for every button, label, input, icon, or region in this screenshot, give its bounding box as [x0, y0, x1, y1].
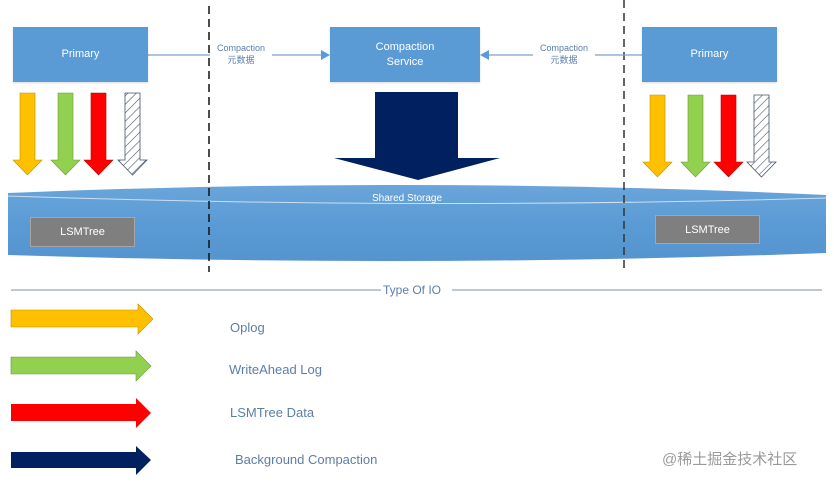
arrow-down-wal [680, 94, 711, 178]
legend-label-wal: WriteAhead Log [229, 362, 322, 377]
edge-right-arrowhead [480, 50, 489, 60]
arrow-down-lsm [83, 92, 114, 176]
edge-right-label: Compaction 元数据 [533, 42, 595, 66]
primary-left-node[interactable]: Primary [13, 27, 148, 82]
shared-storage-rim [7, 195, 827, 205]
arrow-down-lsm [713, 94, 744, 178]
lsmtree-left[interactable]: LSMTree [30, 217, 135, 247]
edge-right-label-line2: 元数据 [550, 55, 578, 65]
legend-label-compaction: Background Compaction [235, 452, 378, 467]
primary-left-label: Primary [61, 48, 100, 60]
legend-arrow-compaction [11, 446, 151, 475]
compaction-big-arrow [334, 92, 500, 180]
watermark: @稀土掘金技术社区 [662, 451, 798, 468]
right-io-arrows [642, 94, 777, 178]
legend-label-oplog: Oplog [230, 320, 265, 335]
arrow-down-oplog [12, 92, 43, 176]
arrow-down-oplog [642, 94, 673, 178]
primary-right-label: Primary [690, 48, 729, 60]
legend-title: Type Of IO [382, 283, 443, 297]
arrow-down-wal [50, 92, 81, 176]
compaction-service-node[interactable]: Compaction Service [330, 27, 480, 82]
edge-left-label-line1: Compaction [216, 43, 266, 53]
legend-arrow-wal [10, 350, 152, 382]
lsmtree-left-label: LSMTree [60, 226, 105, 238]
legend-label-lsm: LSMTree Data [230, 405, 315, 420]
compaction-service-label: Compaction Service [375, 40, 435, 68]
edge-left-label: Compaction 元数据 [210, 42, 272, 66]
legend-arrow-oplog [10, 303, 154, 335]
edge-left-arrowhead [321, 50, 330, 60]
lsmtree-right-label: LSMTree [685, 223, 730, 236]
left-io-arrows [12, 92, 148, 176]
arrow-down-hatched [117, 92, 148, 176]
edge-right-label-line1: Compaction [539, 43, 589, 53]
legend-arrow-lsm [11, 398, 151, 428]
primary-right-node[interactable]: Primary [642, 27, 777, 82]
arrow-down-hatched [746, 94, 777, 178]
shared-storage-band [8, 184, 826, 262]
lsmtree-right[interactable]: LSMTree [655, 215, 760, 244]
edge-left-label-line2: 元数据 [227, 55, 255, 65]
shared-storage-label: Shared Storage [372, 193, 443, 204]
